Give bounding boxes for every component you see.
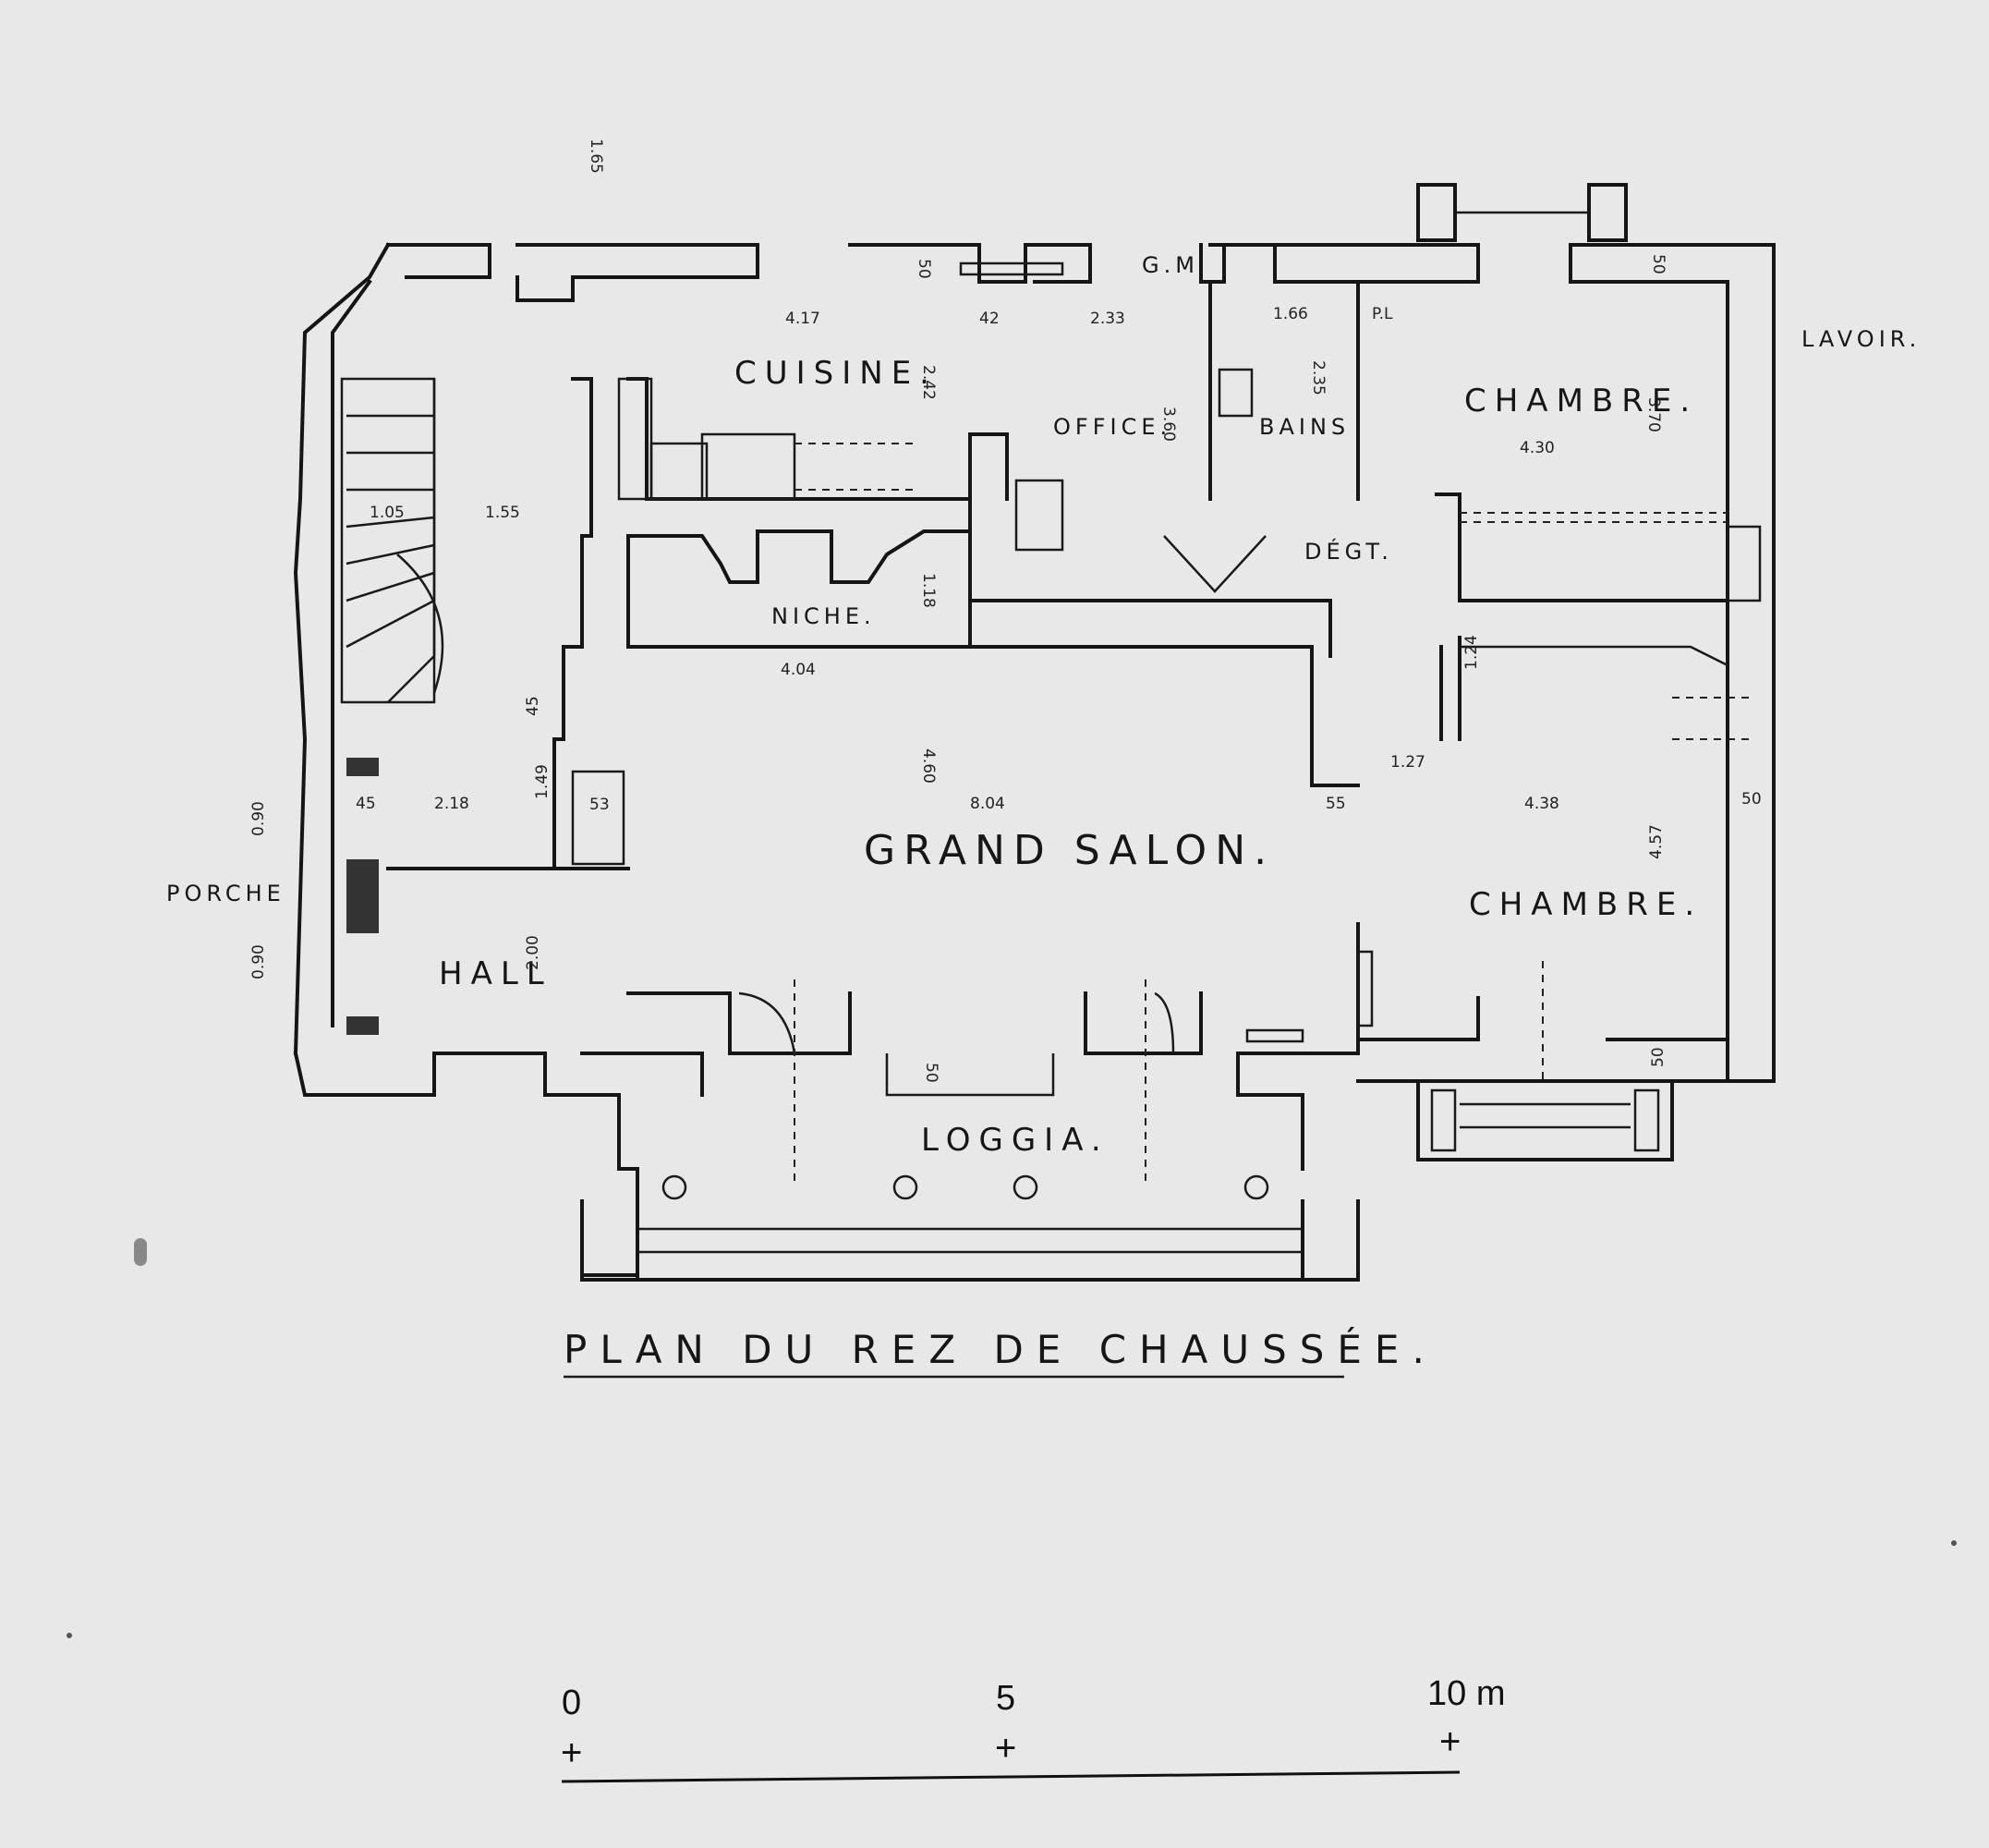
dim-242: 2.42 — [919, 365, 938, 400]
dim-438: 4.38 — [1524, 795, 1559, 813]
dim-370: 3.70 — [1644, 397, 1663, 432]
dim-105: 1.05 — [370, 504, 405, 522]
dim-45b: 45 — [356, 795, 376, 813]
dim-233: 2.33 — [1090, 310, 1125, 328]
room-label-gm: G.M — [1142, 252, 1199, 278]
scale-label-5: 5 — [996, 1679, 1015, 1718]
scale-label-10m: 10 m — [1427, 1674, 1505, 1713]
dim-166: 1.66 — [1273, 305, 1308, 323]
dim-50e: 50 — [1649, 1047, 1668, 1067]
loggia-columns — [661, 1174, 1269, 1200]
dim-200: 2.00 — [524, 935, 542, 970]
scale-line — [561, 1770, 1461, 1783]
dim-235: 2.35 — [1309, 360, 1328, 395]
room-label-hall: HALL — [439, 955, 552, 992]
dim-155: 1.55 — [485, 504, 520, 522]
plan-title: PLAN DU REZ DE CHAUSSÉE. — [564, 1326, 1437, 1372]
room-label-lavoir: LAVOIR. — [1801, 326, 1921, 352]
dim-50d: 50 — [922, 1063, 940, 1083]
dim-118: 1.18 — [919, 573, 938, 608]
dim-124: 1.24 — [1462, 635, 1481, 670]
room-labels: CUISINE. OFFICE. BAINS CHAMBRE. NICHE. G… — [166, 252, 1921, 1159]
scan-marks — [67, 1238, 1957, 1638]
room-label-chambre-top: CHAMBRE. — [1464, 383, 1698, 419]
dim-45a: 45 — [524, 696, 542, 716]
room-label-grand-salon: GRAND SALON. — [864, 827, 1275, 874]
interior-walls — [340, 261, 1762, 1097]
dim-218: 2.18 — [434, 795, 469, 813]
dim-460: 4.60 — [919, 748, 938, 784]
scale-bar: 0 5 10 m + + + — [561, 1674, 1505, 1783]
room-label-niche: NICHE. — [771, 603, 876, 629]
room-label-pl: P.L — [1372, 305, 1393, 323]
dim-360: 3.60 — [1159, 407, 1178, 442]
room-label-degt: DÉGT. — [1304, 538, 1393, 565]
plan-title-group: PLAN DU REZ DE CHAUSSÉE. — [564, 1326, 1437, 1379]
dim-149: 1.49 — [533, 764, 552, 799]
dim-165: 1.65 — [587, 139, 605, 174]
dim-417: 4.17 — [785, 310, 820, 328]
dim-55: 55 — [1326, 795, 1346, 813]
room-label-porche: PORCHE — [166, 881, 285, 906]
outer-walls — [293, 183, 1776, 1282]
scale-tick-0: + — [561, 1732, 582, 1773]
dim-50b: 50 — [1649, 254, 1668, 274]
dim-457: 4.57 — [1647, 824, 1666, 859]
dim-42: 42 — [979, 310, 1000, 328]
dimension-labels: 4.17 2.42 42 2.33 50 1.66 2.35 3.60 50 3… — [249, 139, 1762, 1083]
room-label-cuisine: CUISINE. — [734, 355, 938, 392]
scale-label-0: 0 — [562, 1684, 581, 1722]
room-label-office: OFFICE. — [1053, 414, 1171, 440]
dim-430: 4.30 — [1520, 439, 1555, 457]
scale-tick-5: + — [995, 1728, 1016, 1769]
dim-50c: 50 — [1741, 790, 1762, 808]
dim-090a: 0.90 — [249, 801, 268, 836]
dim-127: 1.27 — [1390, 753, 1425, 772]
dim-804: 8.04 — [970, 795, 1005, 813]
dim-090b: 0.90 — [249, 944, 268, 979]
room-label-chambre-right: CHAMBRE. — [1469, 886, 1703, 923]
door-openings — [396, 553, 1755, 1183]
dim-404: 4.04 — [781, 661, 816, 679]
room-label-bains: BAINS — [1259, 414, 1350, 440]
dim-50a: 50 — [915, 259, 933, 279]
dim-53: 53 — [589, 796, 610, 814]
scale-tick-10: + — [1439, 1721, 1461, 1762]
room-label-loggia: LOGGIA. — [921, 1122, 1110, 1159]
